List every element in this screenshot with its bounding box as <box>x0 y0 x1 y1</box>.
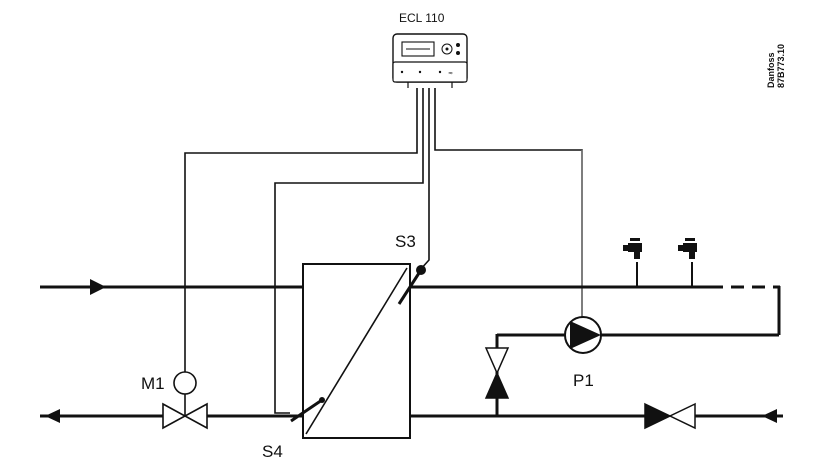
valve-icon <box>644 402 672 430</box>
heat-exchanger <box>302 263 411 439</box>
tap-icon <box>683 243 697 252</box>
brand-name: Danfoss <box>766 52 776 88</box>
brand-code: Danfoss 87B773.10 <box>766 44 786 88</box>
tap-2 <box>678 238 697 287</box>
bypass-valve <box>484 347 510 399</box>
flow-arrow-icon <box>90 279 106 295</box>
brand-code-number: 87B773.10 <box>776 44 786 88</box>
ecl-controller: ECL 110 ≈ <box>392 11 468 88</box>
return-pipe <box>40 409 783 423</box>
valve-icon <box>484 347 510 375</box>
flow-arrow-icon <box>762 409 777 423</box>
sensor-s4-label: S4 <box>262 442 283 461</box>
sensor-s3-label: S3 <box>395 232 416 251</box>
pump-p1-label: P1 <box>573 371 594 390</box>
sensor-s4: S4 <box>262 397 325 461</box>
flow-arrow-icon <box>45 409 60 423</box>
return-valve <box>644 402 696 430</box>
valve-m1-label: M1 <box>141 374 165 393</box>
motorized-valve-m1: M1 <box>141 371 208 430</box>
actuator-icon <box>173 371 197 395</box>
valve-icon <box>162 402 187 430</box>
controller-logo-icon: ≈ <box>448 70 453 77</box>
pump-p1: P1 <box>495 316 602 416</box>
supply-pipe <box>40 279 781 337</box>
sensor-s3: S3 <box>395 232 426 305</box>
tap-1 <box>623 238 642 287</box>
tap-icon <box>628 243 642 252</box>
controller-label: ECL 110 <box>399 11 445 25</box>
